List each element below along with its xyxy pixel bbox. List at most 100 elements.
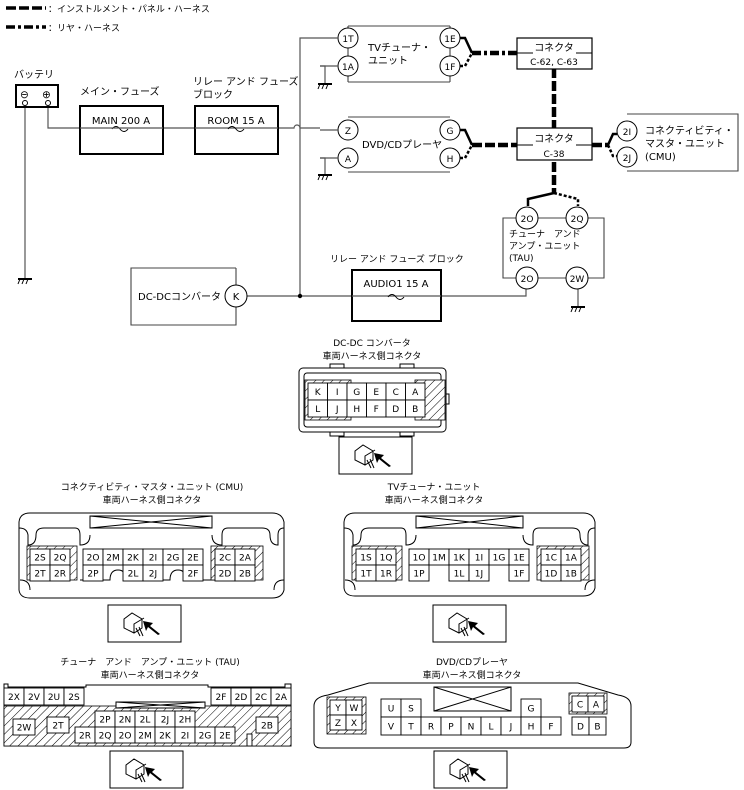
pin-2w-label: 2W (570, 275, 585, 285)
pin-label: 2K (127, 554, 140, 564)
ground-icon (317, 174, 332, 181)
pin-cell (587, 695, 605, 713)
cmu-connector-housing (18, 512, 285, 599)
pin-label: 2A (239, 554, 252, 564)
main-fuse-caption: メイン・フューズ (80, 85, 160, 98)
wire-trunk-to-tv-tuner (299, 37, 320, 296)
dvd-lock-window (433, 686, 512, 712)
pin-label: L (488, 723, 493, 733)
pin-label: F (374, 405, 379, 415)
connector-c38-title: コネクタ (534, 133, 574, 145)
pin-cell (405, 399, 426, 418)
cmu-label-2: マスタ・ユニット (645, 138, 725, 150)
pin-label: 2J (149, 570, 157, 580)
tau-view-title: チューナ アンド アンプ・ユニット (TAU) (60, 657, 239, 668)
pin-label: 1A (565, 554, 578, 564)
tv-view-title: TVチューナ・ユニット (387, 482, 481, 493)
pin-label: 2F (216, 693, 227, 703)
pin-2o-bottom-label: 2O (521, 275, 534, 285)
tv-tuner-outline (347, 25, 451, 83)
legend-ip-harness: ：インストルメント・パネル・ハーネス (6, 4, 210, 15)
pin-label: N (468, 723, 475, 733)
pin-label: J (509, 723, 513, 733)
pin-label: 2R (79, 732, 91, 742)
relay-fuse-block-audio: リレー アンド フューズ ブロック AUDIO1 15 A (330, 253, 464, 322)
pin-cell (82, 564, 104, 582)
pin-2o-top (515, 206, 539, 230)
pin-cell (270, 687, 292, 706)
pin-cell (588, 716, 607, 736)
pin-label: 1K (453, 554, 466, 564)
pin-label: 2L (128, 570, 139, 580)
pin-label: 2P (87, 570, 99, 580)
tv-tuner-unit: 1T 1A 1E 1F TVチューナ・ ユニット (320, 25, 461, 83)
dcdc-converter: DC-DCコンバータ K (130, 267, 248, 326)
pin-label: 1Q (380, 554, 393, 564)
pin-label: 2W (17, 724, 32, 734)
pin-label: 2B (261, 722, 273, 732)
pin-label: 2O (119, 732, 132, 742)
pin-1t-label: 1T (342, 35, 354, 45)
dvd-view-title: DVD/CDプレーヤ (436, 657, 508, 668)
pin-label: 2C (255, 693, 267, 703)
legend-ip-harness-label: ：インストルメント・パネル・ハーネス (48, 4, 210, 15)
wire-dcdc-to-tau (247, 287, 527, 297)
pin-cell (182, 564, 204, 582)
room-fuse-name: ROOM 15 A (207, 116, 264, 127)
main-fuse: メイン・フューズ MAIN 200 A (79, 85, 164, 155)
battery-neg-terminal (22, 100, 28, 106)
pin-cell (560, 564, 582, 582)
pin-label: 1T (360, 570, 372, 580)
wire-1a-ground (320, 65, 326, 83)
pin-2q-label: 2Q (571, 215, 584, 225)
ground-symbols (17, 83, 585, 313)
pin-label: J (335, 405, 339, 415)
cmu-label-1: コネクティビティ・ (645, 125, 734, 137)
pin-label: 2H (179, 716, 192, 726)
pin-label: 1G (493, 554, 506, 564)
connector-c38: コネクタ C-38 (516, 127, 593, 161)
pin-cell (540, 716, 562, 736)
pin-label: F (548, 723, 553, 733)
pin-label: 2U (48, 693, 60, 703)
dcdc-view-subtitle: 車両ハーネス側コネクタ (323, 350, 422, 362)
legend-rear-harness: ：リヤ・ハーネス (6, 23, 120, 34)
dcdc-outline (130, 267, 237, 326)
pin-label: U (388, 705, 395, 715)
battery-pos-terminal (45, 100, 51, 106)
pin-k-label: K (233, 292, 240, 303)
connector-c62-c63: コネクタ C-62, C-63 (516, 37, 593, 70)
pin-g-label: G (447, 127, 454, 137)
pin-label: H (353, 405, 360, 415)
pin-label: 2E (219, 732, 231, 742)
fuse-icon (111, 126, 129, 132)
pin-cell (508, 564, 530, 582)
main-fuse-name: MAIN 200 A (92, 116, 150, 127)
pin-cell (49, 564, 71, 582)
fuse-icon (227, 126, 245, 132)
pin-label: 2N (119, 716, 131, 726)
pin-label: G (528, 705, 535, 715)
pin-cell (345, 714, 363, 731)
splice-point (297, 293, 303, 299)
cmu-outline (627, 113, 739, 172)
relay-fuse-block-caption-2: ブロック (193, 88, 233, 101)
pin-cell (234, 564, 256, 582)
tv-tuner-label-2: ユニット (368, 56, 408, 67)
tv-view-subtitle: 車両ハーネス側コネクタ (385, 494, 484, 506)
view-direction-icons (107, 436, 508, 789)
connector-c38-box (516, 127, 593, 161)
pin-label: 2S (68, 693, 80, 703)
pin-label: H (528, 723, 535, 733)
pin-2j-label: 2J (623, 154, 631, 164)
pin-label: 2E (187, 554, 199, 564)
pin-label: 2A (275, 693, 288, 703)
pin-label: 2R (54, 570, 66, 580)
tv-lock-window (415, 515, 524, 529)
tau-outline (502, 217, 605, 279)
pin-cell (63, 687, 85, 706)
connector-view-direction-icon (338, 436, 413, 475)
pin-cell (142, 564, 164, 582)
